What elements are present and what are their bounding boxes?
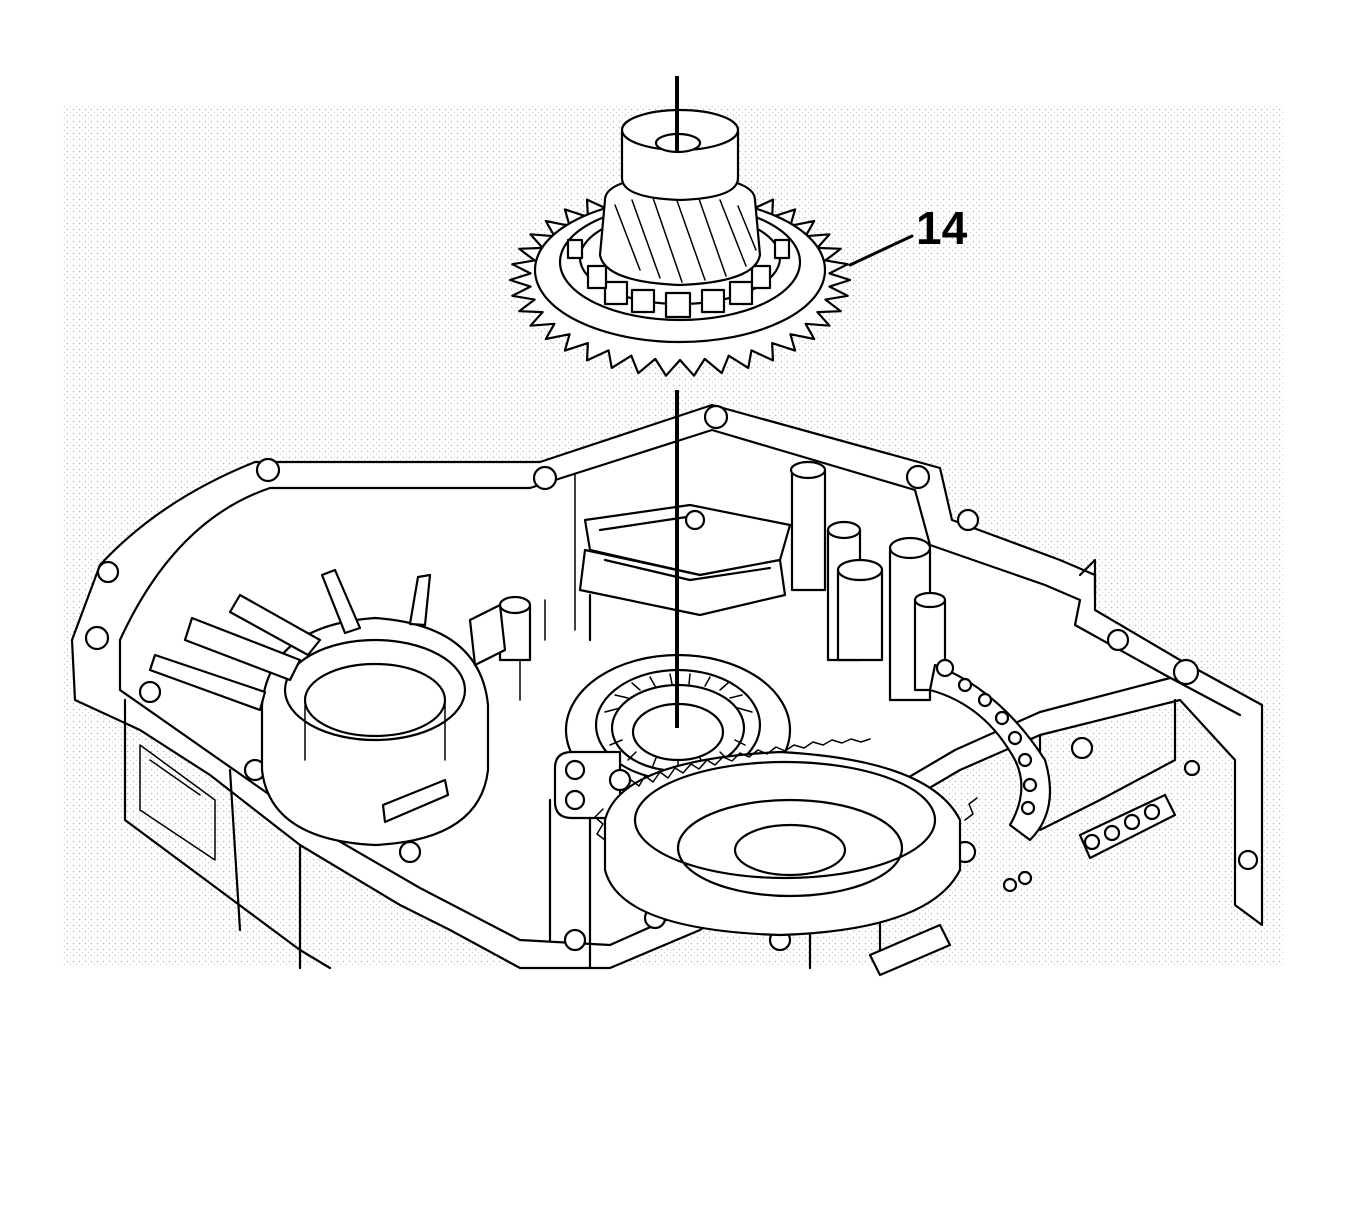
gear-assembly (508, 108, 852, 377)
shaft-collar (620, 108, 740, 202)
left-bearing-bore (260, 616, 490, 847)
case-lower-wall-left (123, 698, 332, 970)
side-port-cluster (868, 558, 1177, 977)
flange-bolt-holes (84, 404, 1259, 952)
case-wall-detail (139, 744, 216, 861)
callout-leader-14 (848, 234, 914, 267)
perforated-arc (928, 658, 1052, 842)
callout-label-14: 14 (916, 202, 968, 254)
central-pads (519, 474, 792, 701)
lower-lug (548, 750, 632, 970)
transmission-case (70, 403, 1264, 977)
left-ribs (148, 568, 450, 824)
case-bosses (468, 460, 947, 702)
ring-gear (594, 738, 978, 937)
